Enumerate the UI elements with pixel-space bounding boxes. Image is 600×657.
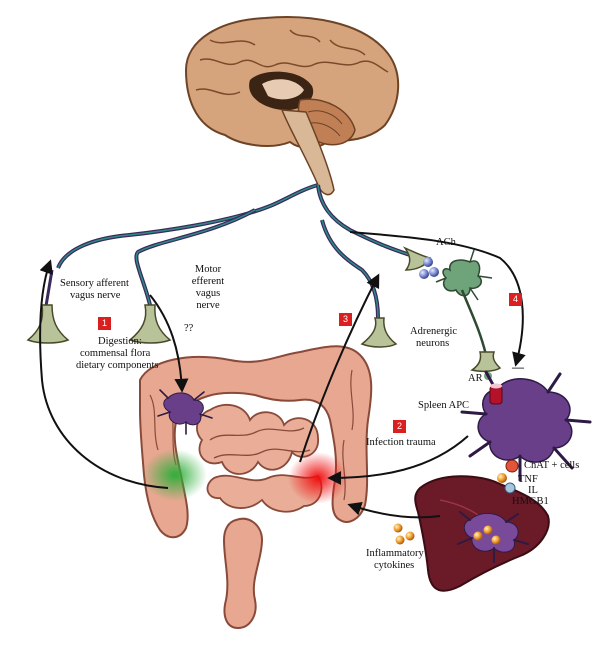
sensory-label-1: Sensory afferent [60, 278, 129, 289]
adrenergic-label-1: Adrenergic [410, 326, 458, 337]
ach-label: ACh [436, 237, 456, 248]
adrenergic-label-2: neurons [416, 338, 450, 349]
adrenergic-neuron [435, 249, 502, 380]
gut-apc [157, 389, 213, 435]
sensory-label-2: vagus nerve [70, 290, 121, 301]
digestion-label-2: commensal flora [80, 348, 151, 359]
motor-label-3: vagus [195, 288, 221, 299]
chat-label: ChAT + cells [524, 460, 580, 471]
motor-label-4: nerve [196, 300, 220, 311]
tnf-label: TNF [518, 474, 538, 485]
brain [184, 16, 400, 196]
hmgb1-label: HMGB1 [512, 496, 549, 507]
badge-1: 1 [98, 317, 111, 330]
motor-label-1: Motor [194, 264, 222, 275]
inhibition-minus-label: — [512, 360, 524, 374]
spleen-apc [460, 370, 592, 482]
inflammatory-label-2: cytokines [374, 560, 415, 571]
spleen-cell [457, 511, 529, 563]
ar-label: AR [468, 373, 483, 384]
spleen-apc-label: Spleen APC [418, 400, 470, 411]
il-label: IL [528, 485, 538, 496]
digestion-label-1: Digestion: [98, 336, 142, 347]
ach-vesicles [419, 257, 439, 279]
motor-label-2: efferent [191, 276, 225, 287]
badge-3: 3 [339, 313, 352, 326]
cytokine-balls [393, 459, 519, 545]
unknown-label: ?? [184, 323, 194, 334]
badge-4: 4 [509, 293, 522, 306]
badge-2: 2 [393, 420, 406, 433]
digestion-label-3: dietary components [76, 360, 159, 371]
inflammatory-label-1: Inflammatory [366, 548, 424, 559]
vagus-nerves [40, 183, 411, 331]
infection-label: Infection trauma [366, 437, 436, 448]
arrows [39, 231, 526, 519]
